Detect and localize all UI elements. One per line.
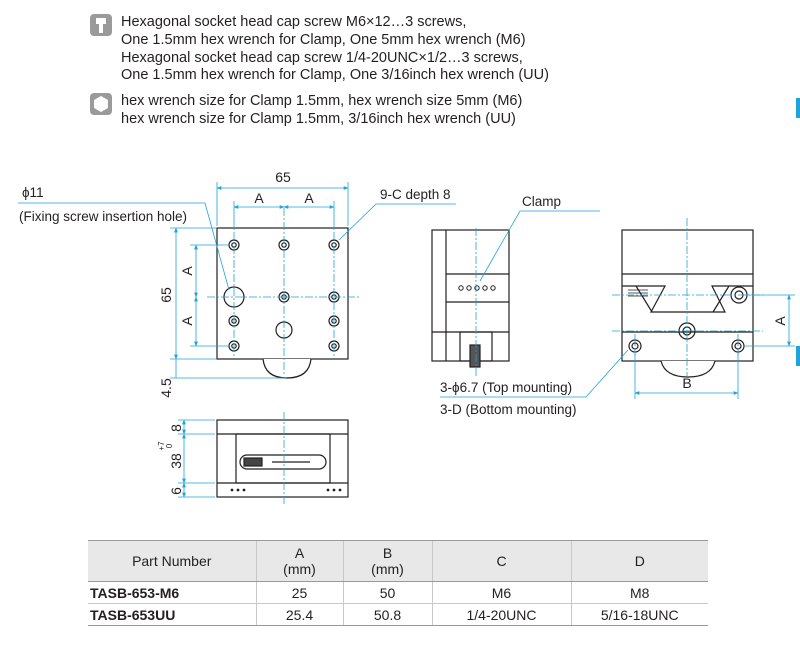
dim-a-vertical-upper: A: [179, 266, 195, 276]
screws-line-3: Hexagonal socket head cap screw 1/4-20UN…: [121, 50, 523, 66]
header-c: C: [431, 540, 571, 582]
spec-table: Part Number A(mm) B(mm) C D TASB-653-M6 …: [88, 540, 708, 626]
hex-wrench-icon: [90, 93, 112, 115]
cell-part: TASB-653-M6: [88, 581, 256, 604]
table-row: TASB-653-M6 25 50 M6 M8: [88, 581, 708, 604]
side-view: [431, 229, 510, 368]
cell-a: 25: [255, 581, 343, 604]
dim-6: 6: [168, 487, 184, 495]
table-row: TASB-653UU 25.4 50.8 1/4-20UNC 5/16-18UN…: [88, 603, 708, 626]
screws-line-1: Hexagonal socket head cap screw M6×12…3 …: [121, 14, 467, 30]
cell-b: 50: [342, 581, 432, 604]
fixing-hole-label: (Fixing screw insertion hole): [19, 209, 187, 224]
header-a-label: A: [294, 545, 305, 561]
dim-a-left: A: [254, 190, 264, 206]
screws-line-2: One 1.5mm hex wrench for Clamp, One 5mm …: [121, 32, 526, 48]
header-a: A(mm): [255, 540, 343, 582]
front-view: [216, 419, 349, 498]
end-view: [621, 229, 754, 378]
cell-b: 50.8: [342, 603, 432, 626]
header-a-unit: (mm): [283, 561, 316, 577]
dim-38-tolerance-upper: +7: [157, 441, 166, 451]
cell-part: TASB-653UU: [88, 603, 256, 626]
bottom-mounting-label: 3-D (Bottom mounting): [440, 402, 577, 417]
top-view: [216, 227, 349, 379]
dim-65-height: 65: [158, 287, 174, 303]
header-part-number: Part Number: [88, 540, 256, 582]
dim-4-5: 4.5: [158, 378, 174, 398]
dim-a-end-view: A: [772, 316, 788, 326]
page-edge-marker: [796, 346, 800, 366]
cell-c: M6: [431, 581, 571, 604]
nine-c-label: 9-C depth 8: [380, 187, 451, 202]
table-header-row: Part Number A(mm) B(mm) C D: [88, 540, 708, 582]
top-mounting-label: 3-ϕ6.7 (Top mounting): [440, 380, 572, 395]
screws-line-4: One 1.5mm hex wrench for Clamp, One 3/16…: [121, 67, 549, 83]
dim-a-right: A: [304, 190, 314, 206]
wrench-line-1: hex wrench size for Clamp 1.5mm, hex wre…: [121, 93, 523, 109]
header-b-label: B: [382, 545, 393, 561]
technical-drawing: 65 A A A A 65 4.5 ϕ11 (Fixing screw inse…: [18, 169, 795, 504]
dim-38: 38: [168, 453, 184, 469]
screw-icon: [90, 14, 112, 36]
dim-38-tolerance-lower: 0: [165, 443, 174, 448]
clamp-balls: [458, 285, 496, 291]
header-d: D: [570, 540, 708, 582]
cell-a: 25.4: [255, 603, 343, 626]
wrench-line-2: hex wrench size for Clamp 1.5mm, 3/16inc…: [121, 111, 516, 127]
phi11-label: ϕ11: [22, 185, 44, 200]
dim-8: 8: [168, 424, 184, 432]
header-b-unit: (mm): [371, 561, 404, 577]
dim-a-vertical-lower: A: [179, 316, 195, 326]
header-b: B(mm): [342, 540, 432, 582]
cell-d: 5/16-18UNC: [570, 603, 708, 626]
dim-b: B: [682, 375, 691, 391]
cell-c: 1/4-20UNC: [431, 603, 571, 626]
page-edge-marker: [796, 98, 800, 118]
clamp-label: Clamp: [522, 194, 561, 209]
dim-65-width: 65: [275, 169, 291, 185]
cell-d: M8: [570, 581, 708, 604]
